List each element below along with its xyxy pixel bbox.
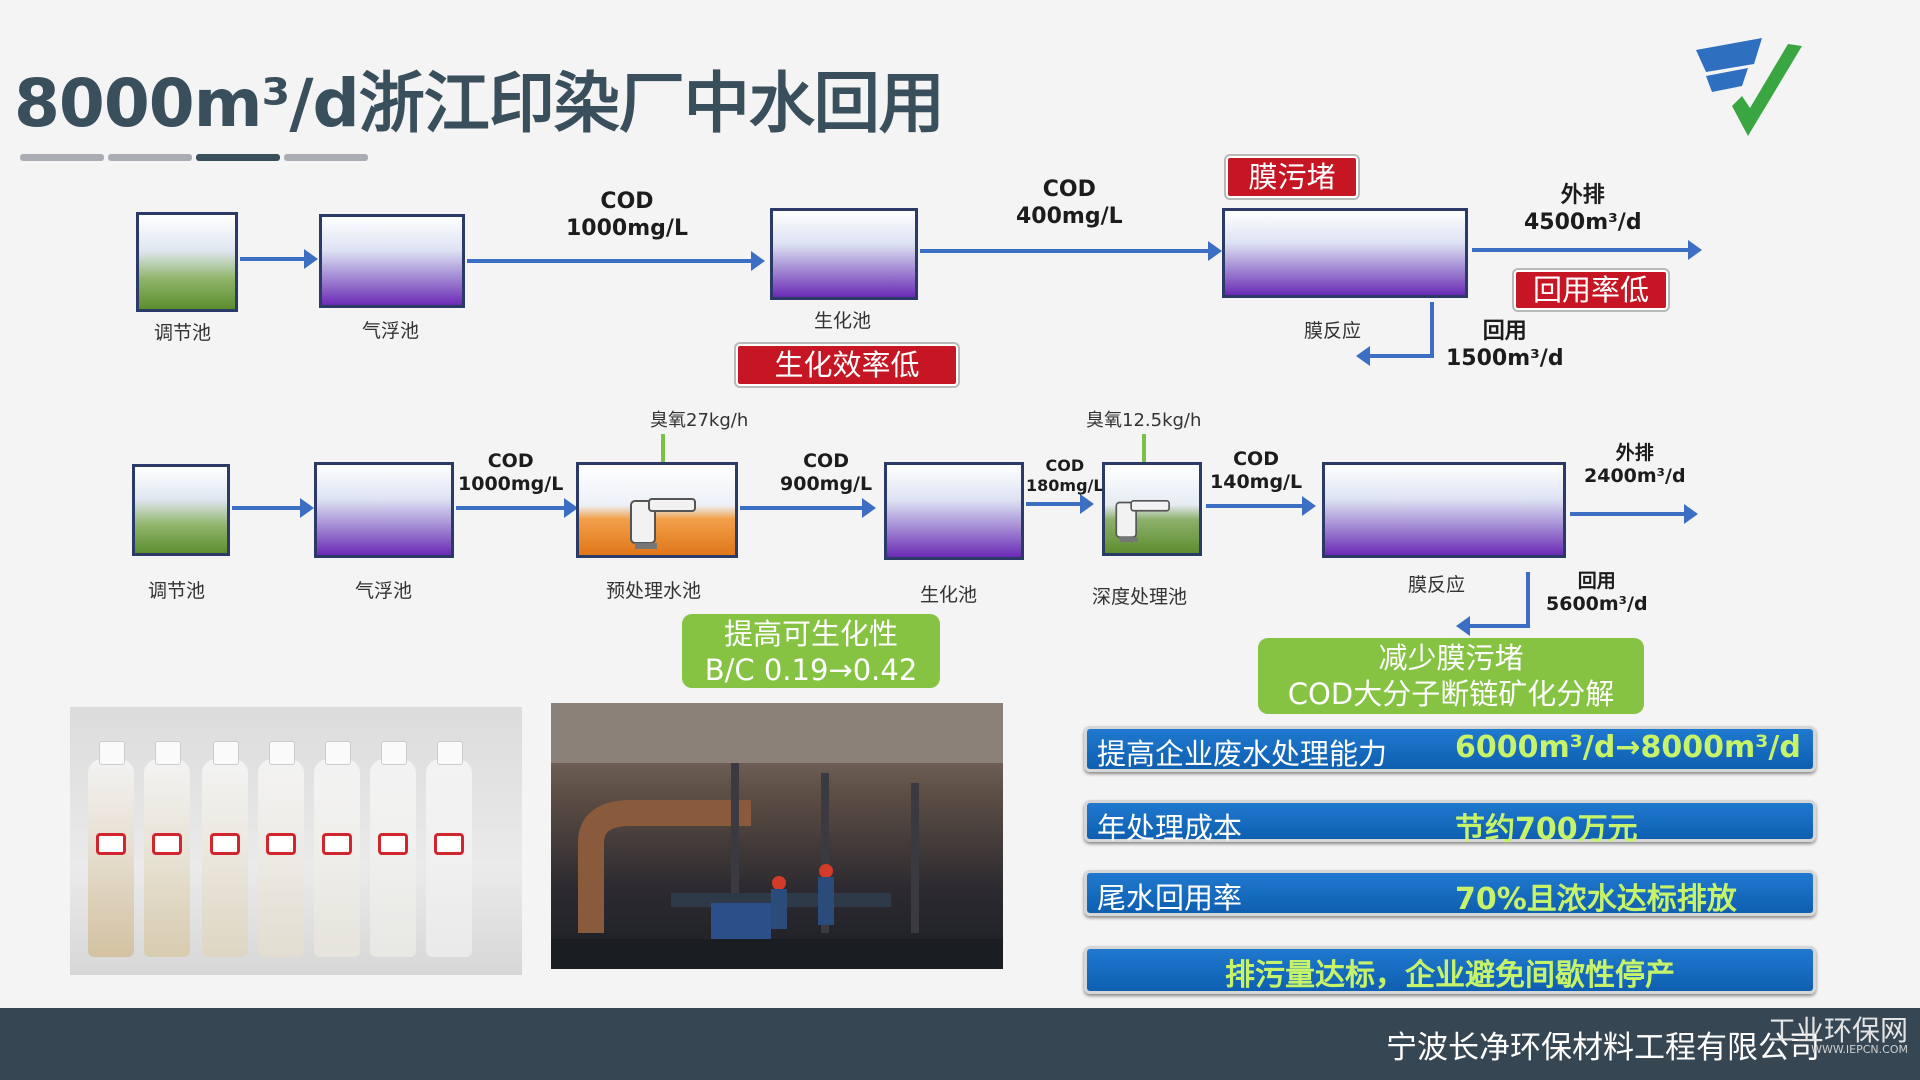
benefit-bar-cost: 年处理成本 节约700万元 [1084, 800, 1816, 847]
sample-bottle [426, 741, 472, 957]
flow-arrow [920, 241, 1222, 261]
pretreatment-tank [576, 462, 738, 558]
footer-bar [0, 1008, 1920, 1080]
reuse-arrow [1356, 346, 1434, 366]
sample-bottle [314, 741, 360, 957]
water-samples-photo [70, 707, 522, 975]
reuse-line [1430, 302, 1434, 358]
benefit-bar-capacity: 提高企业废水处理能力 6000m³/d→8000m³/d [1084, 726, 1816, 772]
equalization-tank-2 [132, 464, 230, 556]
flotation-tank-1-label: 气浮池 [362, 320, 420, 342]
equalization-tank-1 [136, 212, 238, 312]
flow-arrow [467, 251, 765, 271]
low-reuse-rate-tag: 回用率低 [1514, 270, 1668, 310]
flow-arrow [1206, 496, 1316, 516]
flotation-tank-2 [314, 462, 454, 558]
title-underline-1 [20, 154, 104, 161]
flow-arrow [232, 498, 314, 518]
membrane-reactor-2 [1322, 462, 1566, 558]
equalization-tank-1-label: 调节池 [154, 322, 212, 344]
membrane-reactor-1-label: 膜反应 [1304, 320, 1362, 342]
bio-tank-1 [770, 208, 918, 300]
benefit-bar-compliance: 排污量达标，企业避免间歇性停产 [1084, 946, 1816, 994]
title-underline-4 [284, 154, 368, 161]
sample-bottle [88, 741, 134, 957]
benefit-label: 尾水回用率 [1097, 881, 1243, 915]
benefit-value: 节约700万元 [1455, 812, 1638, 847]
bio-tank-2 [884, 462, 1024, 560]
flow-arrow [740, 498, 876, 518]
membrane-reactor-2-label: 膜反应 [1408, 574, 1466, 596]
reuse-line [1526, 572, 1530, 628]
ozone-diffuser-icon [1115, 500, 1170, 543]
company-name: 宁波长净环保材料工程有限公司 [1386, 1030, 1820, 1066]
company-logo-icon [1696, 38, 1802, 136]
flow-arrow [240, 249, 318, 269]
flotation-tank-2-label: 气浮池 [355, 580, 413, 602]
plant-pipes-icon [551, 703, 1003, 969]
bio-tank-2-label: 生化池 [920, 584, 978, 606]
sample-bottle [144, 741, 190, 957]
pretreatment-tank-label: 预处理水池 [606, 580, 702, 602]
sample-bottle [370, 741, 416, 957]
title-underline-2 [108, 154, 192, 161]
discharge-arrow [1570, 504, 1698, 524]
benefit-value: 70%且浓水达标排放 [1455, 882, 1737, 917]
membrane-fouling-tag: 膜污堵 [1226, 156, 1358, 198]
sample-bottle [202, 741, 248, 957]
flow-arrow [1026, 494, 1094, 514]
discharge-arrow [1472, 240, 1702, 260]
bio-tank-1-label: 生化池 [814, 310, 872, 332]
title-underline-3 [196, 154, 280, 161]
benefit-label: 提高企业废水处理能力 [1097, 737, 1388, 771]
benefit-value: 6000m³/d→8000m³/d [1455, 730, 1801, 765]
benefit-label: 年处理成本 [1097, 811, 1243, 845]
flow-arrow [456, 498, 578, 518]
equalization-tank-2-label: 调节池 [148, 580, 206, 602]
flotation-tank-1 [319, 214, 465, 308]
low-bio-efficiency-tag: 生化效率低 [736, 344, 958, 386]
advanced-treatment-tank-label: 深度处理池 [1092, 586, 1188, 608]
ozone-diffuser-icon [630, 498, 696, 549]
plant-site-photo [551, 703, 1003, 969]
benefit-value: 排污量达标，企业避免间歇性停产 [1225, 958, 1675, 993]
membrane-reactor-1 [1222, 208, 1468, 298]
ozone-dose-label: 臭氧27kg/h [650, 410, 749, 431]
sample-bottle [258, 741, 304, 957]
reuse-arrow [1456, 616, 1530, 636]
benefit-bar-reuse-rate: 尾水回用率 70%且浓水达标排放 [1084, 870, 1816, 917]
site-watermark: 工业环保网 WWW.IEPCN.COM [1767, 1014, 1908, 1056]
advanced-treatment-tank [1102, 462, 1202, 556]
page-title: 8000m³/d浙江印染厂中水回用 [14, 65, 945, 142]
ozone-dose-label: 臭氧12.5kg/h [1086, 410, 1202, 431]
